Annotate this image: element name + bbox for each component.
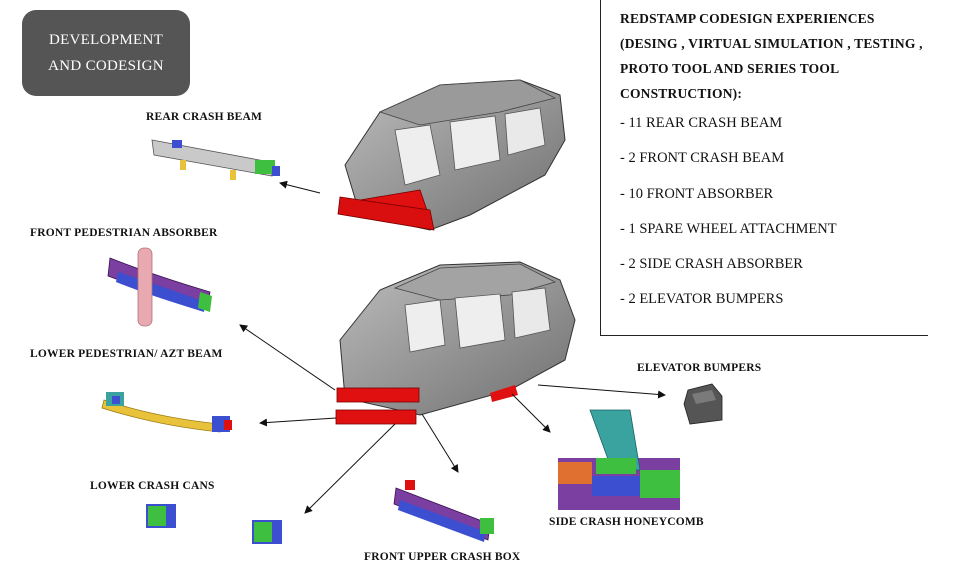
experience-heading: REDSTAMP CODESIGN EXPERIENCES (DESING , …	[620, 6, 940, 106]
heading-line: CONSTRUCTION):	[620, 86, 743, 101]
list-item: - 2 FRONT CRASH BEAM	[620, 150, 785, 167]
badge-line-1: DEVELOPMENT	[48, 32, 164, 48]
rear-car-body	[337, 79, 566, 231]
arrow-lower-crash-cans	[304, 423, 396, 514]
list-item: - 11 REAR CRASH BEAM	[620, 115, 783, 131]
lower-crash-can-right	[252, 520, 282, 544]
badge-line-2: AND CODESIGN	[48, 58, 164, 74]
side-crash-honeycomb-part	[558, 409, 680, 510]
arrow-front-pedestrian-absorber	[239, 324, 336, 391]
arrow-elevator-bumpers	[537, 384, 666, 399]
arrow-front-upper-crash-box	[421, 413, 459, 473]
label-front-pedestrian-absorber: FRONT PEDESTRIAN ABSORBER	[30, 227, 218, 239]
list-item: - 2 ELEVATOR BUMPERS	[620, 291, 784, 308]
rear-crash-beam-part	[151, 139, 280, 180]
label-side-crash-honeycomb: SIDE CRASH HONEYCOMB	[549, 516, 704, 528]
label-rear-crash-beam: REAR CRASH BEAM	[146, 111, 263, 123]
development-codesign-badge: DEVELOPMENT AND CODESIGN	[22, 10, 190, 96]
lower-pedestrian-azt-beam-part	[101, 392, 232, 433]
leader-arrows	[239, 180, 666, 514]
panel-divider-horizontal	[600, 335, 928, 336]
list-item: - 2 SIDE CRASH ABSORBER	[620, 256, 803, 273]
lower-crash-can-left	[146, 504, 176, 528]
front-upper-crash-box-part	[393, 480, 494, 542]
panel-divider-vertical	[600, 0, 601, 336]
front-car-body	[335, 261, 576, 425]
list-item: - 1 SPARE WHEEL ATTACHMENT	[620, 220, 837, 237]
front-pedestrian-absorber-part	[107, 247, 212, 327]
heading-line: REDSTAMP CODESIGN EXPERIENCES	[620, 11, 875, 26]
experience-list: - 11 REAR CRASH BEAM - 2 FRONT CRASH BEA…	[620, 111, 837, 323]
heading-line: (DESING , VIRTUAL SIMULATION , TESTING ,	[620, 36, 923, 51]
arrow-rear-crash-beam	[279, 180, 321, 194]
arrow-side-crash-honeycomb	[511, 393, 551, 433]
elevator-bumper-part	[683, 383, 723, 425]
list-item: - 10 FRONT ABSORBER	[620, 185, 774, 202]
arrow-lower-pedestrian-azt-beam	[259, 417, 337, 427]
label-front-upper-crash-box: FRONT UPPER CRASH BOX	[364, 551, 521, 563]
experience-panel: REDSTAMP CODESIGN EXPERIENCES (DESING , …	[600, 0, 940, 336]
label-lower-pedestrian-azt-beam: LOWER PEDESTRIAN/ AZT BEAM	[30, 348, 223, 360]
label-lower-crash-cans: LOWER CRASH CANS	[90, 480, 215, 492]
heading-line: PROTO TOOL AND SERIES TOOL	[620, 61, 840, 76]
label-elevator-bumpers: ELEVATOR BUMPERS	[637, 362, 762, 374]
